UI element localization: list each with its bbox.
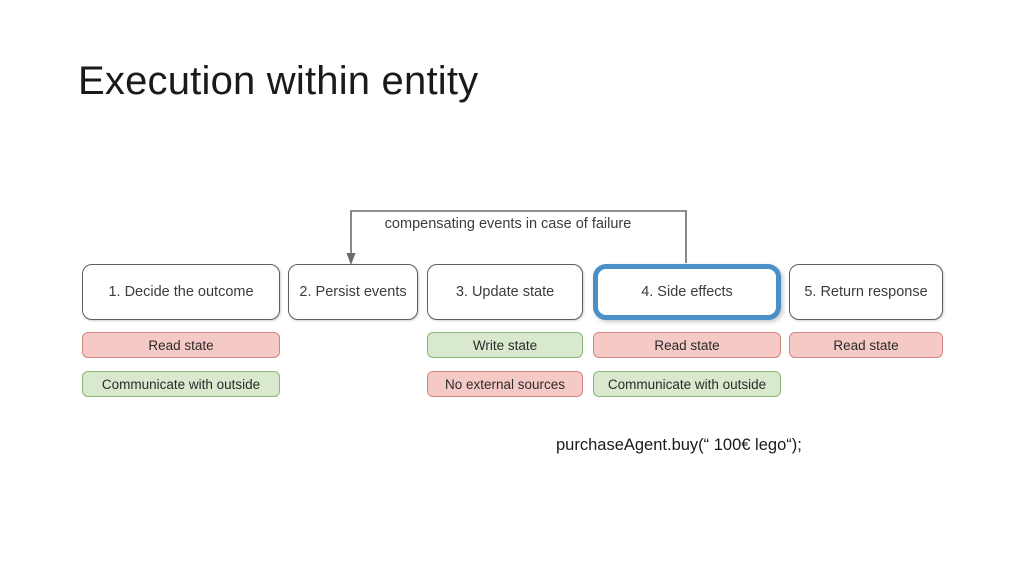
tag-label: Read state — [833, 337, 899, 353]
step-box-return-response[interactable]: 5. Return response — [789, 264, 943, 320]
tag-read-state-step1: Read state — [82, 332, 280, 358]
tag-communicate-with-outside-step4: Communicate with outside — [593, 371, 781, 397]
tag-label: Read state — [148, 337, 214, 353]
compensating-events-label: compensating events in case of failure — [384, 216, 632, 232]
down-arrow-icon — [346, 253, 356, 265]
code-caption: purchaseAgent.buy(“ 100€ lego“); — [556, 436, 802, 454]
step-box-side-effects[interactable]: 4. Side effects — [593, 264, 781, 320]
step-box-label: 1. Decide the outcome — [108, 284, 254, 300]
step-box-persist-events[interactable]: 2. Persist events — [288, 264, 418, 320]
step-box-update-state[interactable]: 3. Update state — [427, 264, 583, 320]
tag-communicate-with-outside-step1: Communicate with outside — [82, 371, 280, 397]
tag-read-state-step5: Read state — [789, 332, 943, 358]
step-box-label: 4. Side effects — [641, 284, 733, 300]
step-box-decide-the-outcome[interactable]: 1. Decide the outcome — [82, 264, 280, 320]
tag-label: No external sources — [444, 376, 566, 392]
tag-read-state-step4: Read state — [593, 332, 781, 358]
tag-label: Write state — [472, 337, 538, 353]
tag-label: Read state — [654, 337, 720, 353]
compensating-events-bracket — [346, 210, 687, 265]
page-title: Execution within entity — [78, 59, 479, 103]
tag-label: Communicate with outside — [101, 376, 261, 392]
step-box-label: 2. Persist events — [299, 284, 407, 300]
step-box-label: 5. Return response — [804, 284, 928, 300]
tag-write-state-step3: Write state — [427, 332, 583, 358]
tag-no-external-sources-step3: No external sources — [427, 371, 583, 397]
step-box-label: 3. Update state — [455, 284, 555, 300]
tag-label: Communicate with outside — [607, 376, 767, 392]
